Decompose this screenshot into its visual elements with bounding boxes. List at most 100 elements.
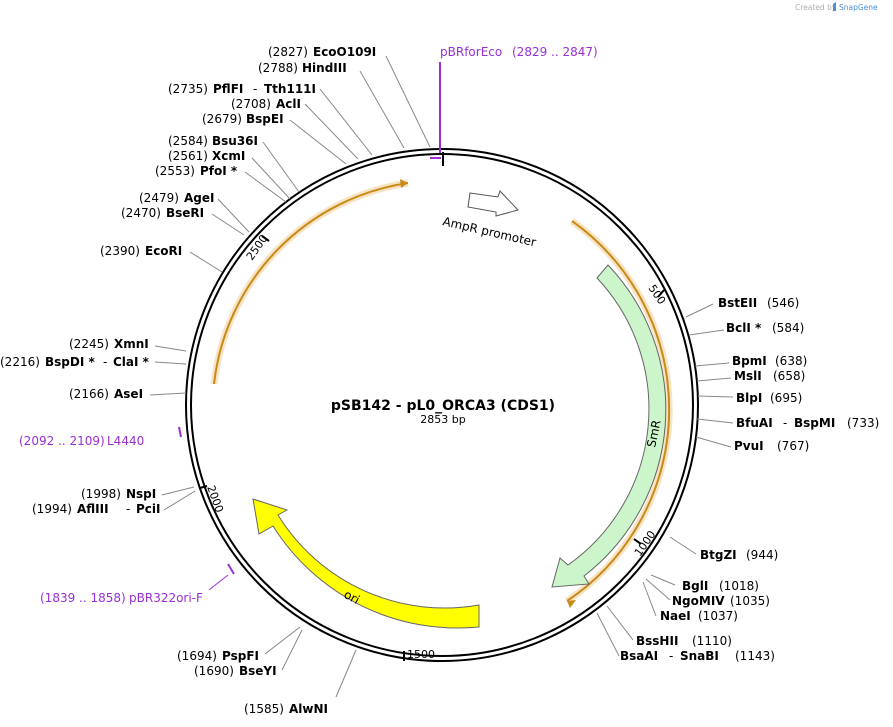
site-pos-pfoi: (2553) [155, 164, 195, 178]
site-pos-acli: (2708) [231, 97, 271, 111]
site-pos-blpi: (695) [770, 391, 802, 405]
site-name-hindiii: HindIII [302, 61, 347, 75]
plasmid-length: 2853 bp [420, 413, 465, 426]
site-name-tth111i: Tth111I [264, 82, 316, 96]
primer-name-pbr322ori-f: pBR322ori-F [129, 591, 203, 605]
site-labels-right: BstEII (546) BclI * (584) BpmI (638) Msl… [620, 296, 879, 663]
site-pos-xmni: (2245) [69, 337, 109, 351]
primer-range-pbrforeco: (2829 .. 2847) [512, 45, 598, 59]
created-by-text: Created by [795, 3, 837, 12]
site-pos-alwni: (1585) [244, 702, 284, 716]
site-pos-bseri: (2470) [121, 206, 161, 220]
site-pos-pspfi: (1694) [177, 649, 217, 663]
tick-label-500: 500 [646, 282, 669, 307]
site-name-ecoo109i: EcoO109I [313, 45, 376, 59]
site-name-pvui: PvuI [734, 439, 764, 453]
site-pos-bcli: (584) [772, 321, 804, 335]
site-name-snabi: SnaBI [680, 649, 719, 663]
site-pos-ngomiv: (1035) [730, 594, 770, 608]
site-pos-bpmi: (638) [775, 354, 807, 368]
feature-smr-arrow [551, 264, 667, 588]
site-pos-btgzi: (944) [746, 548, 778, 562]
site-name-bspmi: BspMI [794, 416, 835, 430]
site-pos-afliii: (1994) [32, 502, 72, 516]
site-name-bseyi: BseYI [239, 664, 277, 678]
site-pos-bgli: (1018) [719, 579, 759, 593]
site-pos-ecoo109i: (2827) [268, 45, 308, 59]
plasmid-title: pSB142 - pL0_ORCA3 (CDS1) [331, 398, 555, 414]
primer-labels: pBRforEco (2829 .. 2847) (2092 .. 2109) … [19, 45, 598, 605]
site-name-bsaai: BsaAI [620, 649, 658, 663]
site-name-pspfi: PspFI [222, 649, 259, 663]
site-pos-bseyi: (1690) [194, 664, 234, 678]
site-name-clai: ClaI * [113, 355, 150, 369]
site-pos-pflfi: (2735) [168, 82, 208, 96]
site-sep-pflfi: - [253, 82, 257, 96]
primer-range-l4440: (2092 .. 2109) [19, 434, 105, 448]
site-pos-bsteii: (546) [767, 296, 799, 310]
site-pos-bsshii: (1110) [692, 634, 732, 648]
site-sep-bfuai: - [783, 416, 787, 430]
site-name-ecori: EcoRI [145, 244, 182, 258]
feature-ori-arrow [252, 498, 480, 629]
site-pos-asei: (2166) [69, 387, 109, 401]
site-name-bsshii: BssHII [636, 634, 678, 648]
site-pos-ecori: (2390) [100, 244, 140, 258]
site-name-bspei: BspEI [246, 112, 284, 126]
site-leader-lines [149, 55, 734, 698]
tick-label-1500: 1500 [407, 648, 435, 661]
site-name-bspdi: BspDI * [45, 355, 95, 369]
site-name-agei: AgeI [184, 191, 214, 205]
site-pos-bsaai: (1143) [735, 649, 775, 663]
site-pos-nspi: (1998) [81, 487, 121, 501]
site-pos-xcmi: (2561) [168, 149, 208, 163]
site-name-naei: NaeI [660, 609, 691, 623]
primer-marks [178, 62, 441, 591]
site-name-bsteii: BstEII [718, 296, 757, 310]
primer-name-l4440: L4440 [107, 434, 144, 448]
snapgene-logo-icon [833, 2, 836, 11]
backbone-outer-circle [185, 148, 699, 662]
site-name-nspi: NspI [126, 487, 156, 501]
site-name-pcii: PciI [136, 502, 161, 516]
site-name-xcmi: XcmI [212, 149, 245, 163]
site-pos-bspei: (2679) [202, 112, 242, 126]
site-name-blpi: BlpI [736, 391, 762, 405]
site-name-bgli: BglI [682, 579, 708, 593]
feature-ampr-promoter [467, 190, 519, 217]
primer-name-pbrforeco: pBRforEco [440, 45, 502, 59]
feature-label-smr: SmR [644, 419, 663, 449]
ruler-ticks [199, 152, 665, 661]
site-sep-bspdi: - [103, 355, 107, 369]
orf-arc-left [210, 179, 409, 385]
site-pos-naei: (1037) [698, 609, 738, 623]
site-name-asei: AseI [114, 387, 143, 401]
site-name-ngomiv: NgoMIV [672, 594, 725, 608]
site-sep-bsaai: - [669, 649, 673, 663]
site-name-xmni: XmnI [114, 337, 149, 351]
site-pos-bfuai: (733) [847, 416, 879, 430]
site-name-bfuai: BfuAI [736, 416, 773, 430]
site-pos-agei: (2479) [139, 191, 179, 205]
site-name-bsu36i: Bsu36I [212, 134, 258, 148]
site-name-btgzi: BtgZI [700, 548, 737, 562]
site-name-bpmi: BpmI [732, 354, 767, 368]
site-name-msli: MslI [734, 369, 762, 383]
site-pos-msli: (658) [773, 369, 805, 383]
site-name-pflfi: PflFI [213, 82, 243, 96]
site-pos-bspdi: (2216) [0, 355, 40, 369]
site-pos-bsu36i: (2584) [168, 134, 208, 148]
orf-arcs [210, 179, 673, 608]
site-name-afliii: AflIII [77, 502, 109, 516]
site-name-pfoi: PfoI * [200, 164, 238, 178]
snapgene-brand-text: SnapGene [839, 3, 878, 12]
site-pos-pvui: (767) [777, 439, 809, 453]
site-name-alwni: AlwNI [289, 702, 328, 716]
feature-label-ori: ori [342, 587, 362, 607]
site-name-bcli: BclI * [726, 321, 762, 335]
site-pos-hindiii: (2788) [258, 61, 298, 75]
site-name-bseri: BseRI [166, 206, 204, 220]
feature-label-ampr-promoter: AmpR promoter [441, 214, 537, 249]
site-sep-afliii: - [126, 502, 130, 516]
primer-range-pbr322ori-f: (1839 .. 1858) [40, 591, 126, 605]
